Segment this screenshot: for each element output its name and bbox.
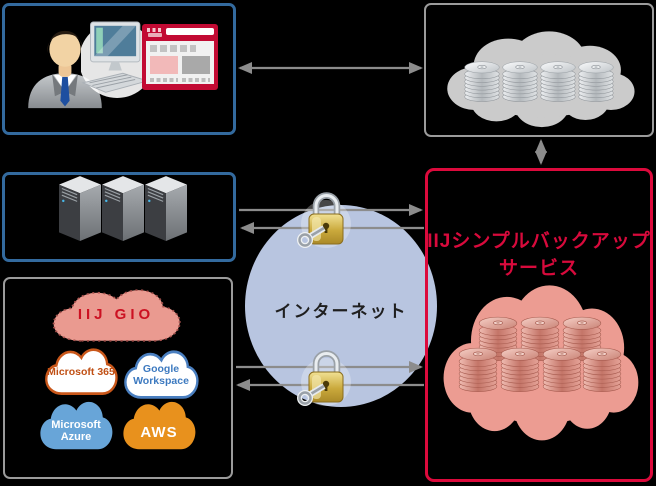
- cloud-services-box: [3, 277, 233, 479]
- browser-window-icon: [142, 24, 218, 90]
- disk-stack-icon: [458, 347, 498, 393]
- server-group: [59, 176, 187, 242]
- microsoft-azure-label: Microsoft Azure: [36, 419, 116, 443]
- gray-storage-cloud: [447, 31, 635, 128]
- browser-dots-icon: [147, 28, 163, 32]
- backup-service-title-line1: IIJシンプルバックアップ: [427, 231, 651, 252]
- disk-stack-icon: [582, 347, 622, 393]
- microsoft-azure-line2: Azure: [60, 431, 92, 443]
- iij-gio-label: IIJ GIO: [77, 306, 155, 323]
- browser-text-row: [150, 78, 178, 82]
- browser-gray-panel: [182, 56, 210, 74]
- browser-address-bar: [166, 28, 214, 35]
- google-workspace-line1: Google: [142, 363, 180, 375]
- google-workspace-label: Google Workspace: [121, 363, 201, 387]
- browser-content: [146, 41, 214, 84]
- browser-menu-row: [150, 45, 196, 52]
- disk-stack-icon: [578, 61, 614, 102]
- disk-stack-icon: [540, 61, 576, 102]
- backup-service-box: [425, 168, 653, 482]
- browser-back-icon: [148, 33, 162, 37]
- microsoft-365-label: Microsoft 365: [47, 366, 115, 378]
- pink-storage-cloud: [443, 285, 639, 441]
- server-tower-icon: [145, 176, 187, 242]
- server-tower-icon: [59, 176, 101, 242]
- microsoft-azure-line1: Microsoft: [51, 419, 101, 431]
- disk-stack-icon: [500, 347, 540, 393]
- aws-label: AWS: [140, 424, 178, 441]
- ssl-padlock-icon: [296, 342, 352, 410]
- disk-stack-icon: [502, 61, 538, 102]
- browser-text-row: [182, 78, 210, 82]
- server-tower-icon: [102, 176, 144, 242]
- iij-storage-cloud-box: [424, 3, 654, 137]
- disk-stack-icon: [542, 347, 582, 393]
- browser-pink-panel: [150, 56, 178, 74]
- disk-stack-icon: [464, 61, 500, 102]
- internet-label: インターネット: [274, 302, 408, 321]
- google-workspace-line2: Workspace: [133, 375, 189, 387]
- backup-service-title-line2: サービス: [498, 258, 579, 279]
- ssl-padlock-icon: [296, 184, 352, 252]
- on-premises-servers-box: [2, 172, 236, 262]
- admin-box: [2, 3, 236, 135]
